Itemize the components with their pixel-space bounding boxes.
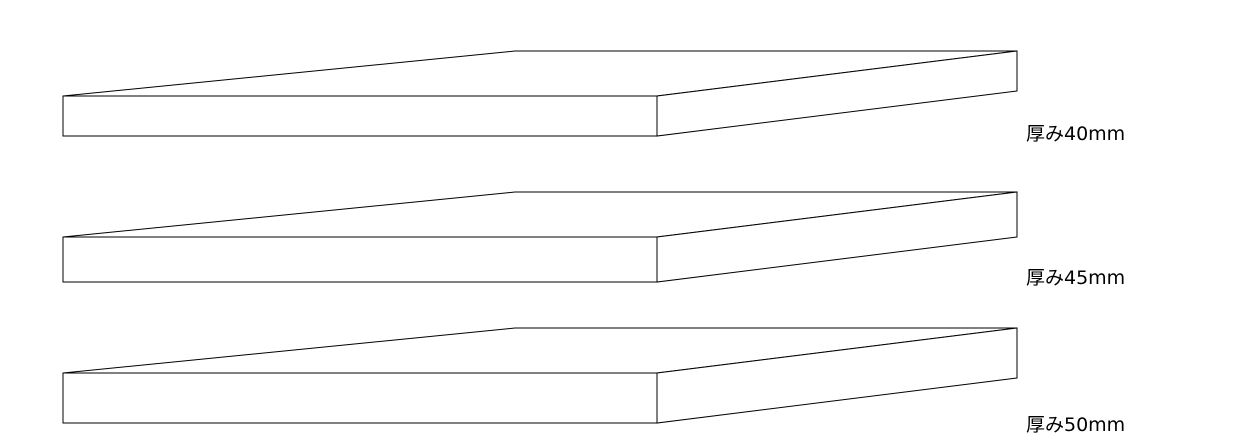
slab-front-face xyxy=(62,236,658,283)
slab-thickness-label: 厚み45mm xyxy=(1026,267,1125,289)
slab-thickness-label: 厚み40mm xyxy=(1026,123,1125,145)
slab-front-face xyxy=(62,372,658,424)
slab-50mm: 厚み50mm xyxy=(62,327,1125,436)
slab-side-face xyxy=(656,191,1018,283)
slab-40mm: 厚み40mm xyxy=(62,50,1125,145)
slab-front-face xyxy=(62,95,658,137)
slab-thickness-label: 厚み50mm xyxy=(1026,414,1125,436)
slab-45mm: 厚み45mm xyxy=(62,191,1125,289)
slab-side-face xyxy=(656,327,1018,424)
slab-side-face xyxy=(656,50,1018,137)
